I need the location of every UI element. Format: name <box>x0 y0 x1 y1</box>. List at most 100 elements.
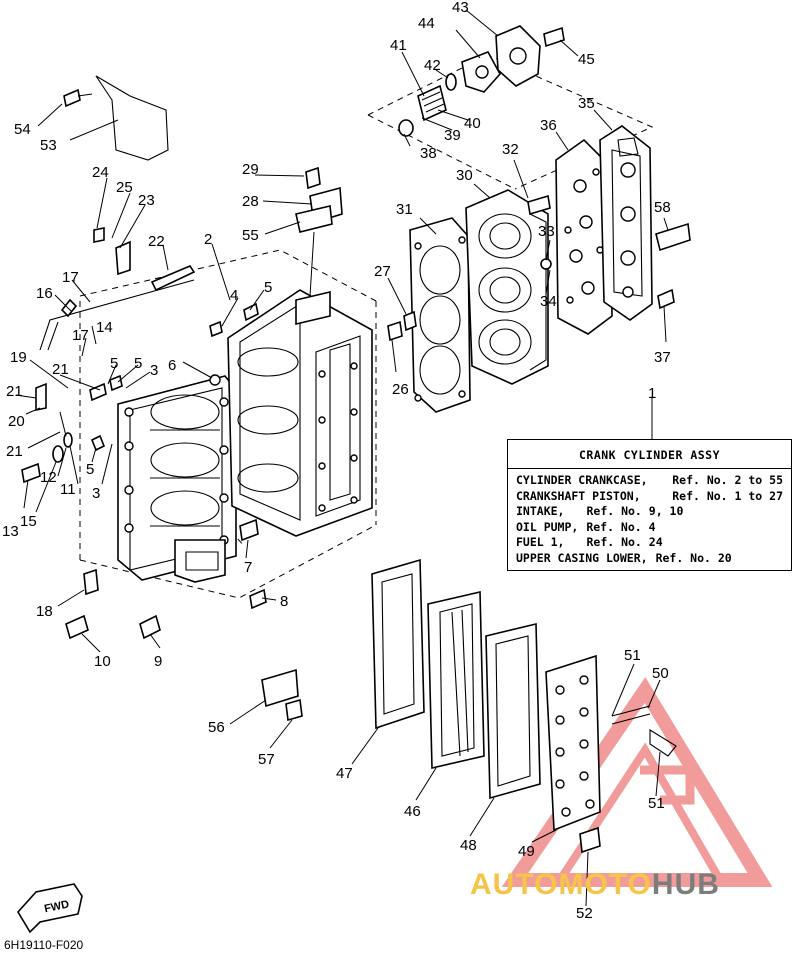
callout-40: 40 <box>464 115 481 132</box>
callout-9: 9 <box>154 653 162 670</box>
callout-21: 21 <box>6 443 23 460</box>
legend-row-ref: Ref. No. 24 <box>586 535 663 550</box>
callout-57: 57 <box>258 751 275 768</box>
callout-28: 28 <box>242 193 259 210</box>
fwd-arrow: FWD <box>17 883 83 934</box>
callout-42: 42 <box>424 57 441 74</box>
legend-box: CRANK CYLINDER ASSY CYLINDER CRANKCASE, R… <box>507 439 792 571</box>
callout-3: 3 <box>92 485 100 502</box>
exhaust-plates <box>371 558 601 832</box>
callout-48: 48 <box>460 837 477 854</box>
legend-row-name: UPPER CASING LOWER, <box>516 550 648 565</box>
callout-45: 45 <box>578 51 595 68</box>
callout-55: 55 <box>242 227 259 244</box>
watermark-text: AUTOMOTOHUB <box>470 868 720 902</box>
callout-32: 32 <box>502 141 519 158</box>
callout-1: 1 <box>648 385 656 402</box>
callout-58: 58 <box>654 199 671 216</box>
callout-52: 52 <box>576 905 593 922</box>
legend-title: CRANK CYLINDER ASSY <box>508 440 791 469</box>
leader-lines <box>15 9 669 907</box>
callout-26: 26 <box>392 381 409 398</box>
head-cover-gasket <box>555 138 613 335</box>
cylinder-head <box>465 189 549 385</box>
callout-51: 51 <box>648 795 665 812</box>
callout-21: 21 <box>52 361 69 378</box>
callout-14: 14 <box>96 319 113 336</box>
callout-18: 18 <box>36 603 53 620</box>
callout-5: 5 <box>264 279 272 296</box>
callout-29: 29 <box>242 161 259 178</box>
callout-25: 25 <box>116 179 133 196</box>
callout-11: 11 <box>60 481 76 498</box>
callout-46: 46 <box>404 803 421 820</box>
legend-row: INTAKE,Ref. No. 9, 10 <box>516 504 783 520</box>
callout-19: 19 <box>10 349 27 366</box>
callout-7: 7 <box>244 559 252 576</box>
legend-row-ref: Ref. No. 1 to 27 <box>672 488 783 503</box>
callout-2: 2 <box>204 231 212 248</box>
legend-row: CRANKSHAFT PISTON, Ref. No. 1 to 27 <box>516 489 783 505</box>
legend-row-ref: Ref. No. 4 <box>586 519 656 534</box>
watermark-part2: HUB <box>651 868 720 901</box>
callout-27: 27 <box>374 263 391 280</box>
legend-row-ref: Ref. No. 20 <box>655 550 732 565</box>
legend-row-name: INTAKE, <box>516 504 565 519</box>
callout-8: 8 <box>280 593 288 610</box>
callout-44: 44 <box>418 15 435 32</box>
legend-row-name: OIL PUMP, <box>516 519 579 534</box>
callout-10: 10 <box>94 653 111 670</box>
legend-row: OIL PUMP, Ref. No. 4 <box>516 520 783 536</box>
callout-17: 17 <box>62 269 79 286</box>
callout-34: 34 <box>540 293 557 310</box>
pump-assembly <box>398 25 541 137</box>
callout-20: 20 <box>8 413 25 430</box>
callout-5: 5 <box>134 355 142 372</box>
callout-53: 53 <box>40 137 57 154</box>
watermark-part1: AUTOMOTO <box>470 868 652 901</box>
cylinder-block <box>227 289 373 537</box>
callout-51: 51 <box>624 647 641 664</box>
fwd-label: FWD <box>43 898 70 915</box>
callout-5: 5 <box>86 461 94 478</box>
callout-5: 5 <box>110 355 118 372</box>
callout-13: 13 <box>2 523 19 540</box>
callout-4: 4 <box>230 287 238 304</box>
callout-35: 35 <box>578 95 595 112</box>
callout-56: 56 <box>208 719 225 736</box>
callout-54: 54 <box>14 121 31 138</box>
callout-23: 23 <box>138 192 155 209</box>
callout-16: 16 <box>36 285 53 302</box>
callout-24: 24 <box>92 164 109 181</box>
legend-row-name: FUEL 1, <box>516 535 565 550</box>
legend-row-ref: Ref. No. 2 to 55 <box>672 473 783 487</box>
legend-rows: CYLINDER CRANKCASE, Ref. No. 2 to 55 CRAN… <box>508 469 791 571</box>
callout-3: 3 <box>150 362 158 379</box>
callout-17: 17 <box>72 327 89 344</box>
legend-row: FUEL 1, Ref. No. 24 <box>516 535 783 551</box>
legend-row: CYLINDER CRANKCASE, Ref. No. 2 to 55 <box>516 473 783 489</box>
hardware <box>21 26 691 854</box>
head-cover <box>599 125 653 321</box>
head-gasket <box>409 217 471 413</box>
legend-row: UPPER CASING LOWER, Ref. No. 20 <box>516 551 783 567</box>
callout-33: 33 <box>538 223 555 240</box>
legend-row-name: CRANKSHAFT PISTON, <box>516 488 641 503</box>
callout-12: 12 <box>40 469 57 486</box>
callout-21: 21 <box>6 383 23 400</box>
callout-47: 47 <box>336 765 353 782</box>
legend-row-name: CYLINDER CRANKCASE, <box>516 473 648 487</box>
callout-50: 50 <box>652 665 669 682</box>
callout-31: 31 <box>396 201 413 218</box>
callout-22: 22 <box>148 233 165 250</box>
callout-41: 41 <box>390 37 407 54</box>
callout-36: 36 <box>540 117 557 134</box>
callout-43: 43 <box>452 0 469 16</box>
callout-37: 37 <box>654 349 671 366</box>
callout-30: 30 <box>456 167 473 184</box>
callout-38: 38 <box>420 145 437 162</box>
crankcase-front <box>117 375 237 583</box>
callout-49: 49 <box>518 843 535 860</box>
drawing-number: 6H19110-F020 <box>4 938 84 952</box>
